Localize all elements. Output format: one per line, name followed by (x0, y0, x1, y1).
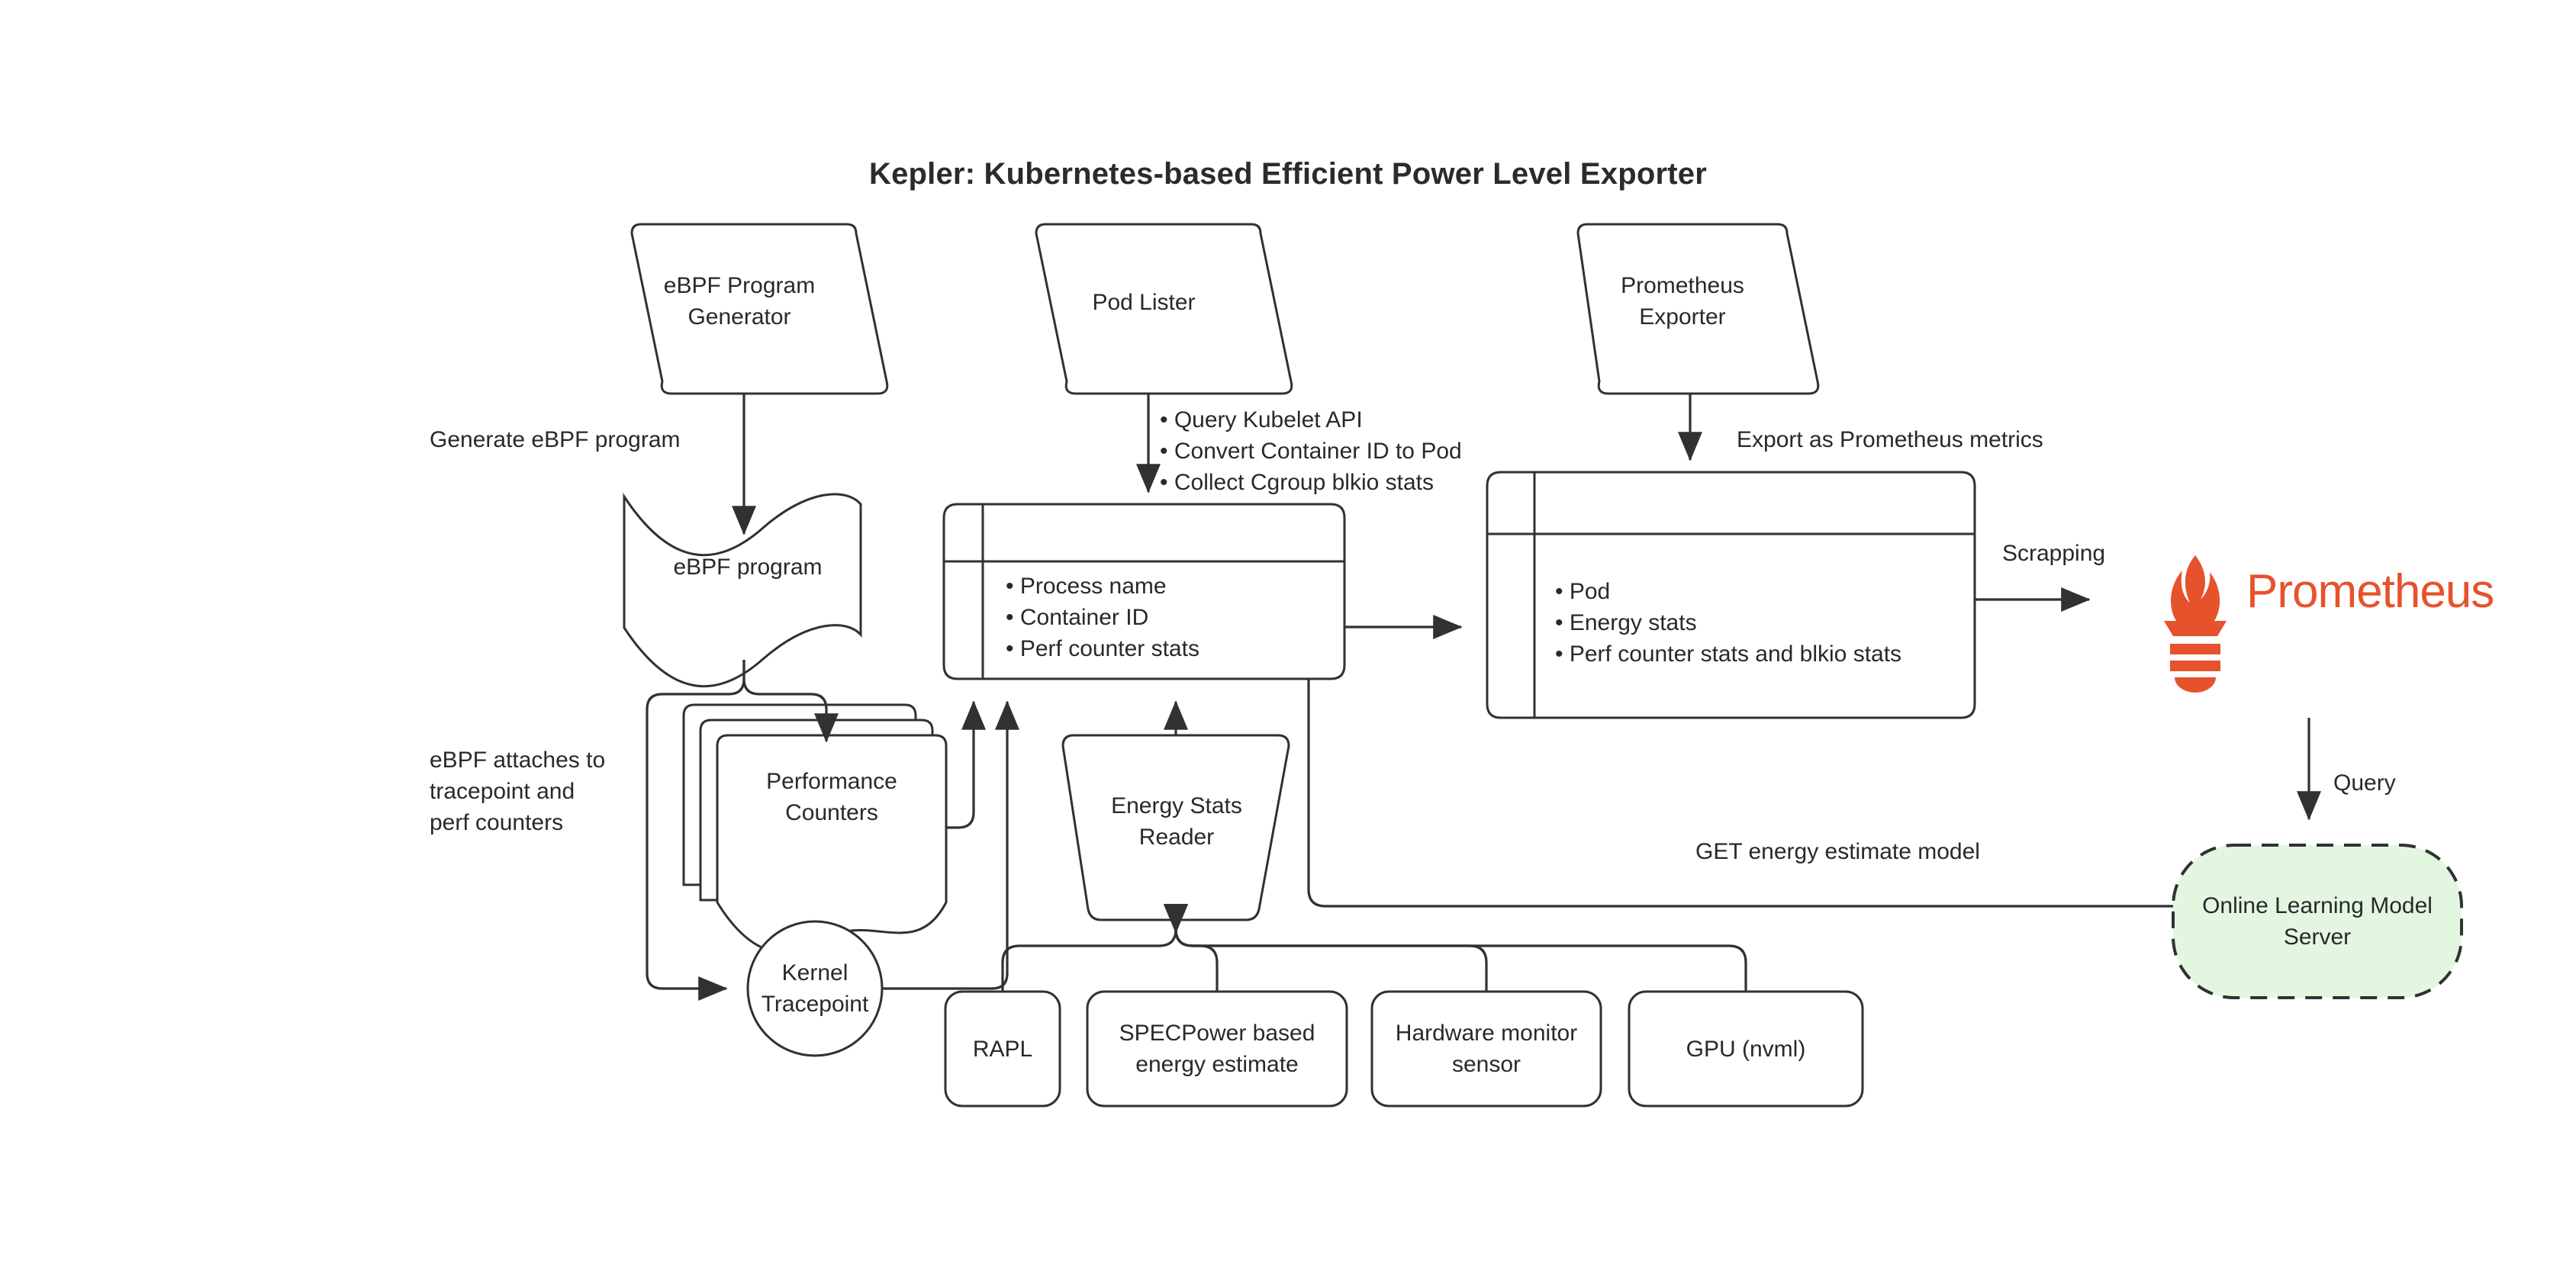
prometheus-flame-icon (2164, 555, 2227, 693)
edge-rapl-to-energy-reader (1001, 904, 1188, 992)
node-energy-stats-reader[interactable] (1061, 734, 1290, 921)
node-rapl[interactable] (944, 990, 1061, 1108)
edge-ebpf-to-kernel-tracepoint (646, 660, 745, 1001)
node-gpu-nvml[interactable] (1628, 990, 1864, 1108)
edge-gpu-to-energy-reader (1164, 904, 1747, 992)
node-ebpf-program[interactable] (623, 493, 862, 688)
prometheus-wordmark: Prometheus (2246, 565, 2494, 618)
list-item: • Perf counter stats and blkio stats (1555, 641, 1902, 667)
list-item: • Perf counter stats (1006, 636, 1199, 661)
list-item: • Collect Cgroup blkio stats (1160, 470, 1434, 495)
process-metrics-list: • Process name • Container ID • Perf cou… (1006, 571, 1199, 664)
edge-label-query: Query (2333, 770, 2396, 796)
edge-ebpf-to-performance-counters (742, 660, 839, 743)
node-kernel-tracepoint[interactable] (746, 920, 884, 1057)
edge-label-generate-ebpf: Generate eBPF program (430, 427, 681, 452)
edge-label-get-energy-model: GET energy estimate model (1695, 839, 1980, 864)
edge-performance-counters-to-process-table (946, 700, 986, 829)
node-pod-lister[interactable] (1035, 223, 1293, 395)
edge-hwmon-to-energy-reader (1164, 904, 1488, 992)
node-performance-counters[interactable] (716, 734, 948, 954)
list-item: • Convert Container ID to Pod (1160, 439, 1462, 464)
list-item: • Query Kubelet API (1160, 407, 1363, 432)
edge-label-scrapping: Scrapping (2002, 541, 2106, 566)
pod-metrics-list: • Pod • Energy stats • Perf counter stat… (1555, 576, 1901, 670)
list-item: • Container ID (1006, 605, 1149, 630)
edge-specpower-to-energy-reader (1164, 904, 1219, 992)
edge-label-ebpf-attaches: eBPF attaches to tracepoint and perf cou… (430, 748, 606, 835)
list-item: • Process name (1006, 574, 1167, 599)
node-process-metrics-table[interactable] (942, 503, 1346, 680)
prometheus-logo: Prometheus (2243, 564, 2494, 619)
edge-label-export-metrics: Export as Prometheus metrics (1737, 427, 2043, 452)
edge-get-energy-model (1307, 679, 2173, 908)
node-model-server[interactable] (2172, 844, 2463, 999)
pod-lister-annotation-list: • Query Kubelet API • Convert Container … (1160, 404, 1462, 498)
node-hardware-monitor[interactable] (1370, 990, 1602, 1108)
list-item: • Energy stats (1555, 610, 1697, 635)
node-ebpf-program-generator[interactable] (630, 223, 889, 395)
list-item: • Pod (1555, 579, 1611, 604)
node-specpower[interactable] (1086, 990, 1348, 1108)
page-title: Kepler: Kubernetes-based Efficient Power… (869, 157, 1707, 191)
node-prometheus-exporter[interactable] (1576, 223, 1820, 395)
